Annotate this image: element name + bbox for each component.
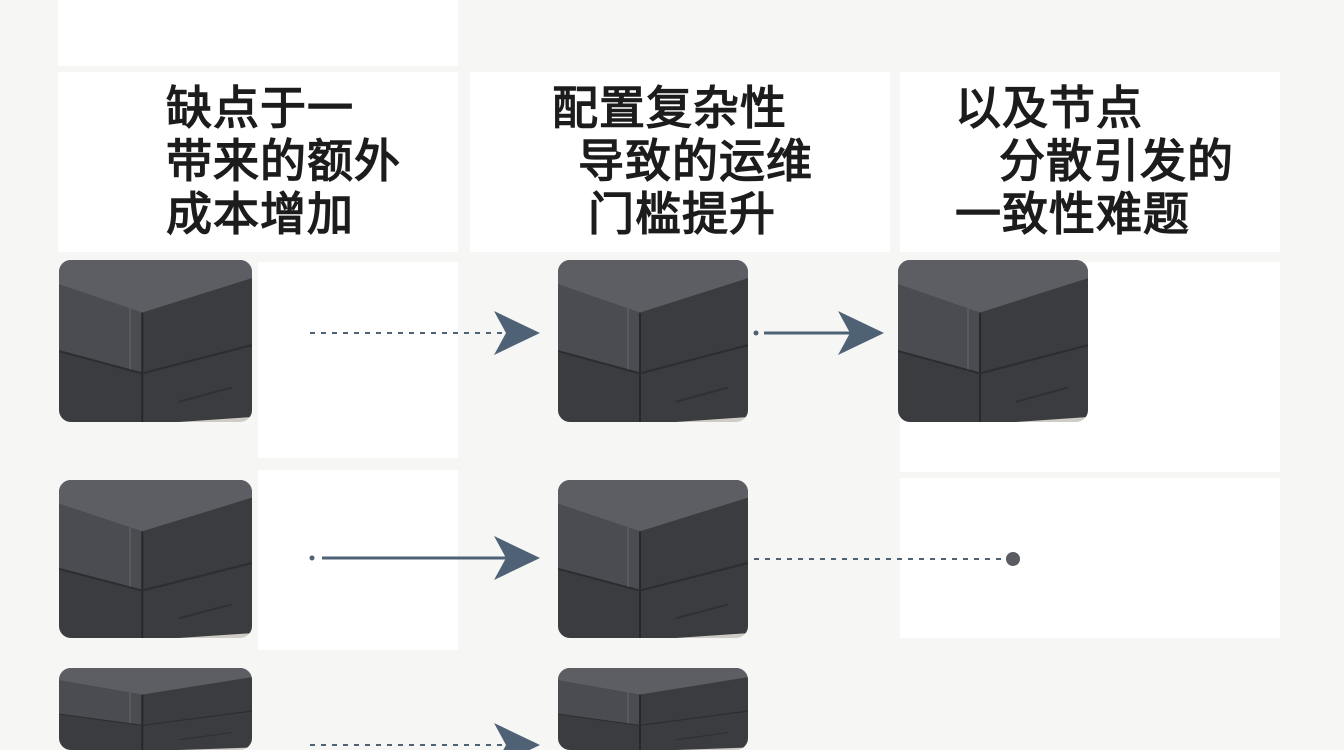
box-icon xyxy=(558,668,748,750)
caption-line: 带来的额外 xyxy=(166,134,401,188)
caption-line: 以及节点 xyxy=(955,81,1143,135)
background-panel xyxy=(470,72,890,252)
background-panel xyxy=(258,470,458,650)
arrow-right-icon xyxy=(753,311,884,355)
arrow-right-icon xyxy=(310,311,540,355)
caption-line: 一致性难题 xyxy=(955,187,1190,241)
background-panel xyxy=(900,72,1280,252)
box-icon xyxy=(59,260,252,422)
caption-line: 门槛提升 xyxy=(588,187,776,241)
caption-line: 配置复杂性 xyxy=(552,81,787,135)
arrow-right-icon xyxy=(310,723,540,750)
box-icon xyxy=(898,260,1088,422)
box-icon xyxy=(558,260,748,422)
background-panel xyxy=(58,0,458,66)
caption-complexity: 配置复杂性 导致的运维 门槛提升 xyxy=(552,82,813,241)
arrow-right-icon xyxy=(309,536,540,580)
caption-line: 成本增加 xyxy=(166,187,354,241)
background-panel xyxy=(58,72,458,252)
dashed-connector xyxy=(754,552,1020,566)
caption-cost: 缺点于一 带来的额外 成本增加 xyxy=(166,82,401,241)
background-panel xyxy=(258,262,458,458)
caption-line: 分散引发的 xyxy=(999,134,1234,188)
caption-consistency: 以及节点 分散引发的 一致性难题 xyxy=(955,82,1234,241)
dot-icon xyxy=(1006,552,1020,566)
caption-line: 导致的运维 xyxy=(578,134,813,188)
box-icon xyxy=(59,480,252,638)
caption-line: 缺点于一 xyxy=(166,81,354,135)
box-icon xyxy=(59,668,252,750)
box-icon xyxy=(558,480,748,638)
